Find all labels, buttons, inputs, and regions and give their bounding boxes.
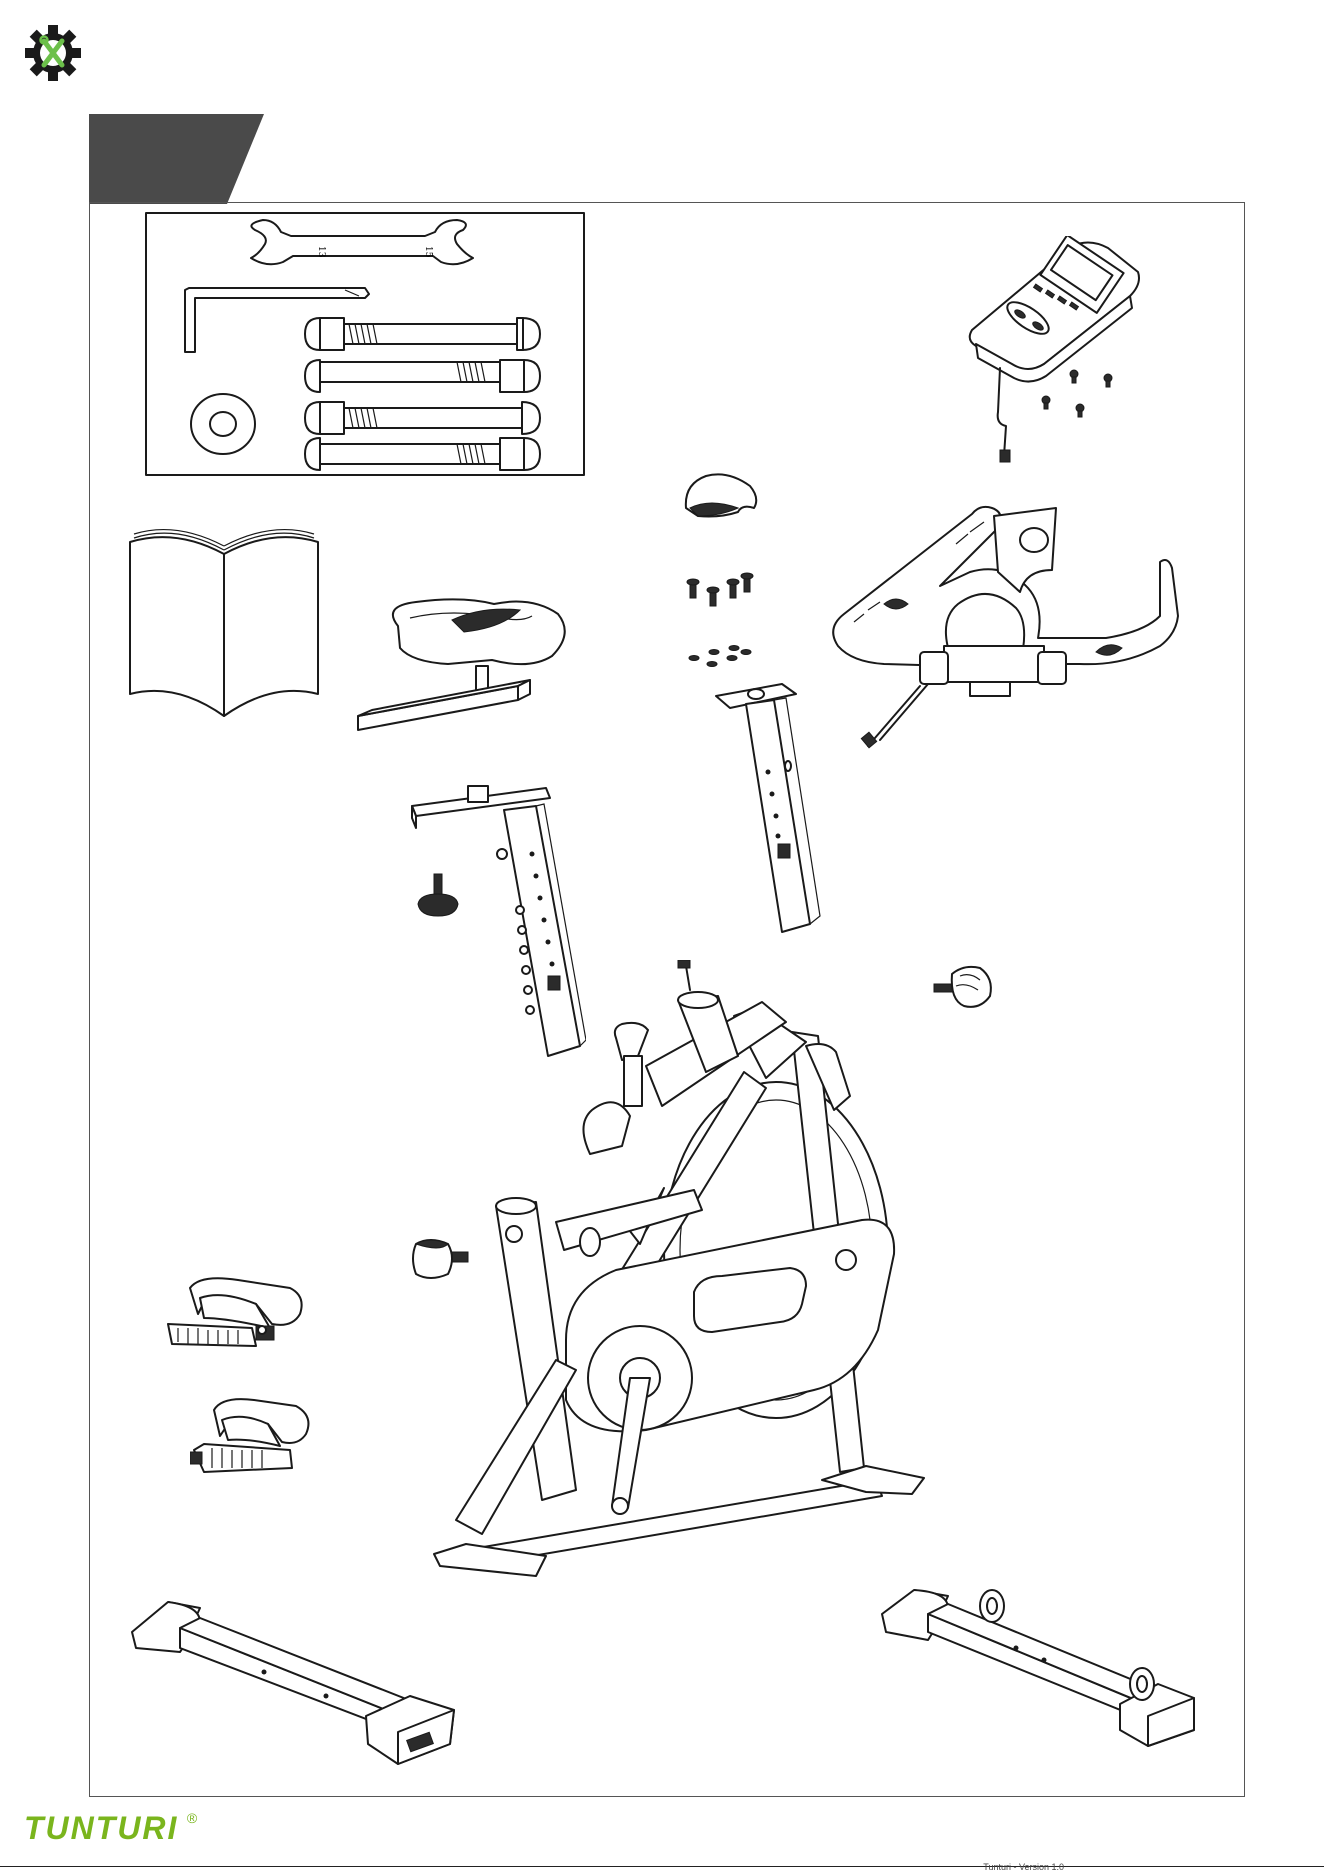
handlebar-icon — [824, 496, 1184, 752]
footer-note: Tunturi - Version 1.0 — [983, 1862, 1064, 1872]
footer-rule — [0, 1866, 1324, 1867]
brand-name: TUNTURI — [24, 1810, 178, 1846]
saddle-icon — [352, 588, 578, 738]
svg-text:15: 15 — [423, 246, 433, 258]
handlebar-cap-icon — [680, 468, 762, 520]
bolt-icon — [305, 318, 540, 470]
registered-mark: ® — [187, 1810, 197, 1826]
gear-wrench-icon — [24, 24, 82, 82]
handlebar-post-icon — [712, 680, 824, 936]
pedal-left-icon — [160, 1268, 310, 1350]
washer-icon — [191, 394, 255, 454]
pedal-right-icon — [190, 1388, 316, 1476]
rear-stabilizer-icon — [878, 1580, 1198, 1748]
console-display-icon — [962, 236, 1154, 466]
hardware-kit: 13 15 — [145, 212, 585, 476]
manual-book-icon — [126, 524, 322, 720]
svg-text:13: 13 — [316, 246, 326, 258]
section-header-tab — [89, 114, 264, 204]
front-stabilizer-icon — [128, 1598, 458, 1766]
adjustment-knob-icon — [414, 870, 462, 920]
screw-set-icon — [684, 568, 758, 672]
wrench-icon: 13 15 — [251, 220, 473, 264]
brand-logo: TUNTURI ® — [24, 1810, 197, 1847]
main-frame-icon — [426, 960, 946, 1590]
